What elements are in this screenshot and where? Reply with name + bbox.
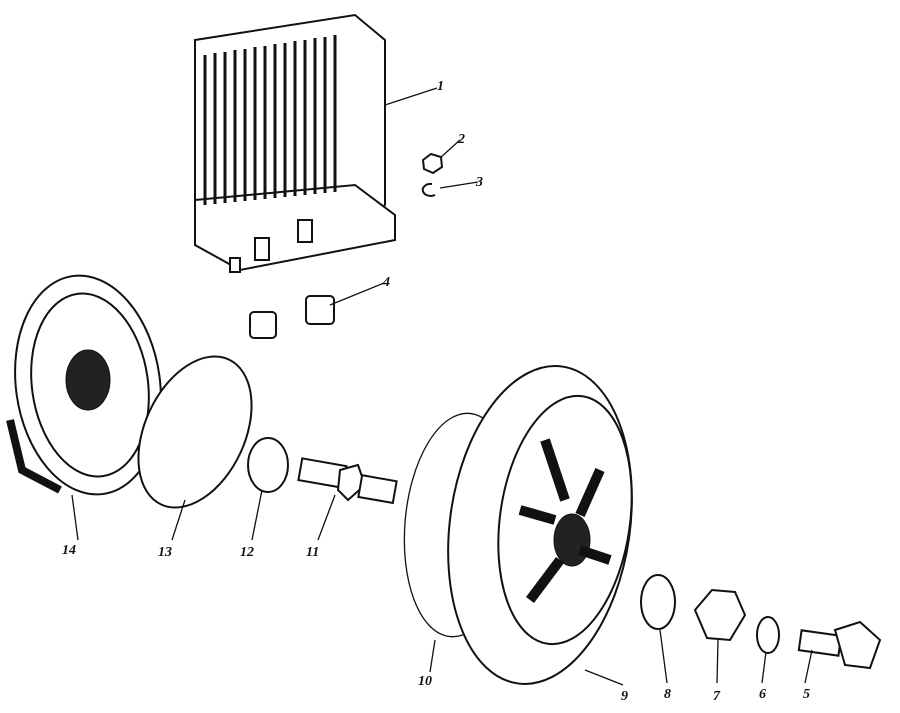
- tab-washer-part-12: [247, 437, 289, 493]
- callout-8: 8: [664, 687, 671, 702]
- fitting-part-5: [797, 620, 882, 670]
- callout-9: 9: [621, 689, 628, 704]
- shaft-part-11: [297, 457, 398, 505]
- callout-1: 1: [437, 79, 444, 94]
- radiator-part-1: [194, 13, 396, 273]
- washer-part-6: [756, 616, 780, 654]
- bushings-part-4: [249, 295, 335, 339]
- hex-nut-part-7: [693, 588, 747, 642]
- callout-2: 2: [457, 132, 465, 147]
- callout-13: 13: [158, 545, 172, 560]
- callout-5: 5: [803, 687, 810, 702]
- callout-12: 12: [240, 545, 254, 560]
- callout-6: 6: [759, 687, 766, 702]
- callout-7: 7: [713, 689, 721, 704]
- callout-3: 3: [475, 175, 483, 190]
- callout-14: 14: [62, 543, 76, 558]
- cover-part-14: [6, 274, 162, 496]
- washer-part-8: [640, 574, 676, 630]
- callout-11: 11: [306, 545, 319, 560]
- nut-part-2: [421, 152, 444, 175]
- disc-part-13: [137, 355, 253, 509]
- lock-washer-part-3: [421, 182, 436, 197]
- callout-4: 4: [382, 275, 390, 290]
- fan-wheel-part-9: [447, 365, 633, 685]
- callout-10: 10: [418, 674, 432, 689]
